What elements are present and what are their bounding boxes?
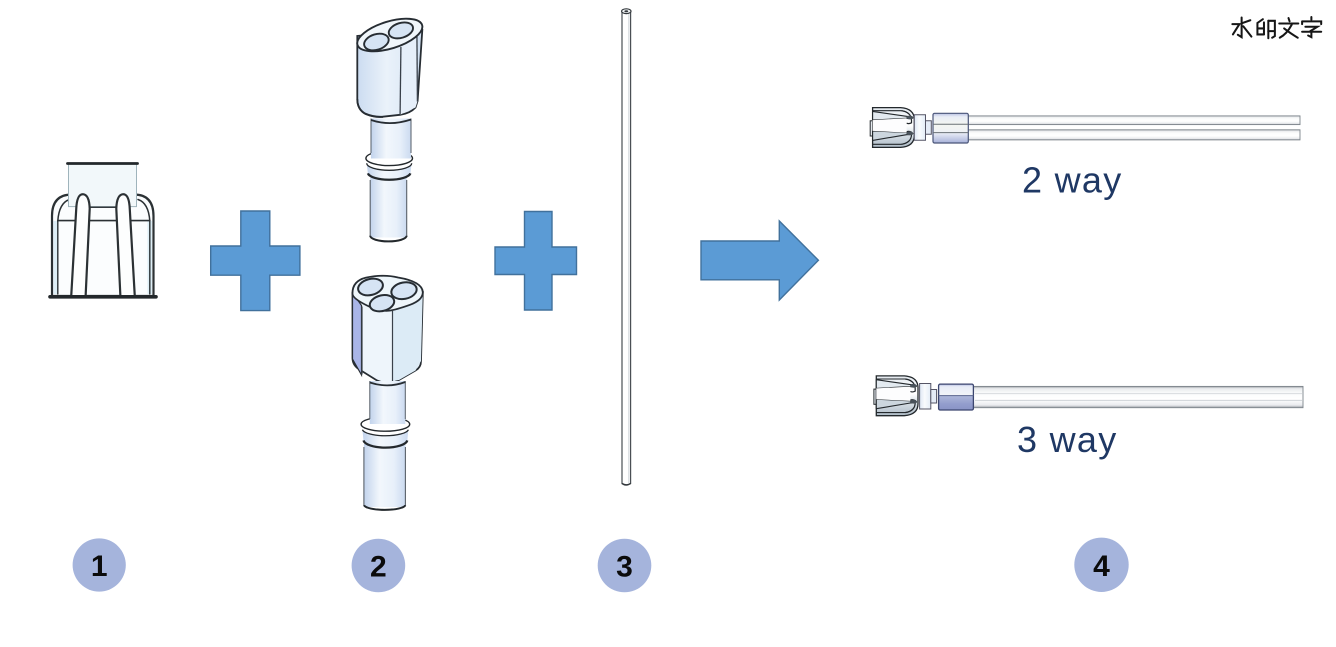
svg-text:3: 3 [616, 551, 633, 584]
svg-text:1: 1 [91, 550, 108, 583]
svg-text:3 way: 3 way [1017, 419, 1118, 460]
svg-text:4: 4 [1093, 550, 1110, 583]
svg-text:2: 2 [370, 551, 387, 584]
svg-text:2 way: 2 way [1022, 160, 1123, 201]
